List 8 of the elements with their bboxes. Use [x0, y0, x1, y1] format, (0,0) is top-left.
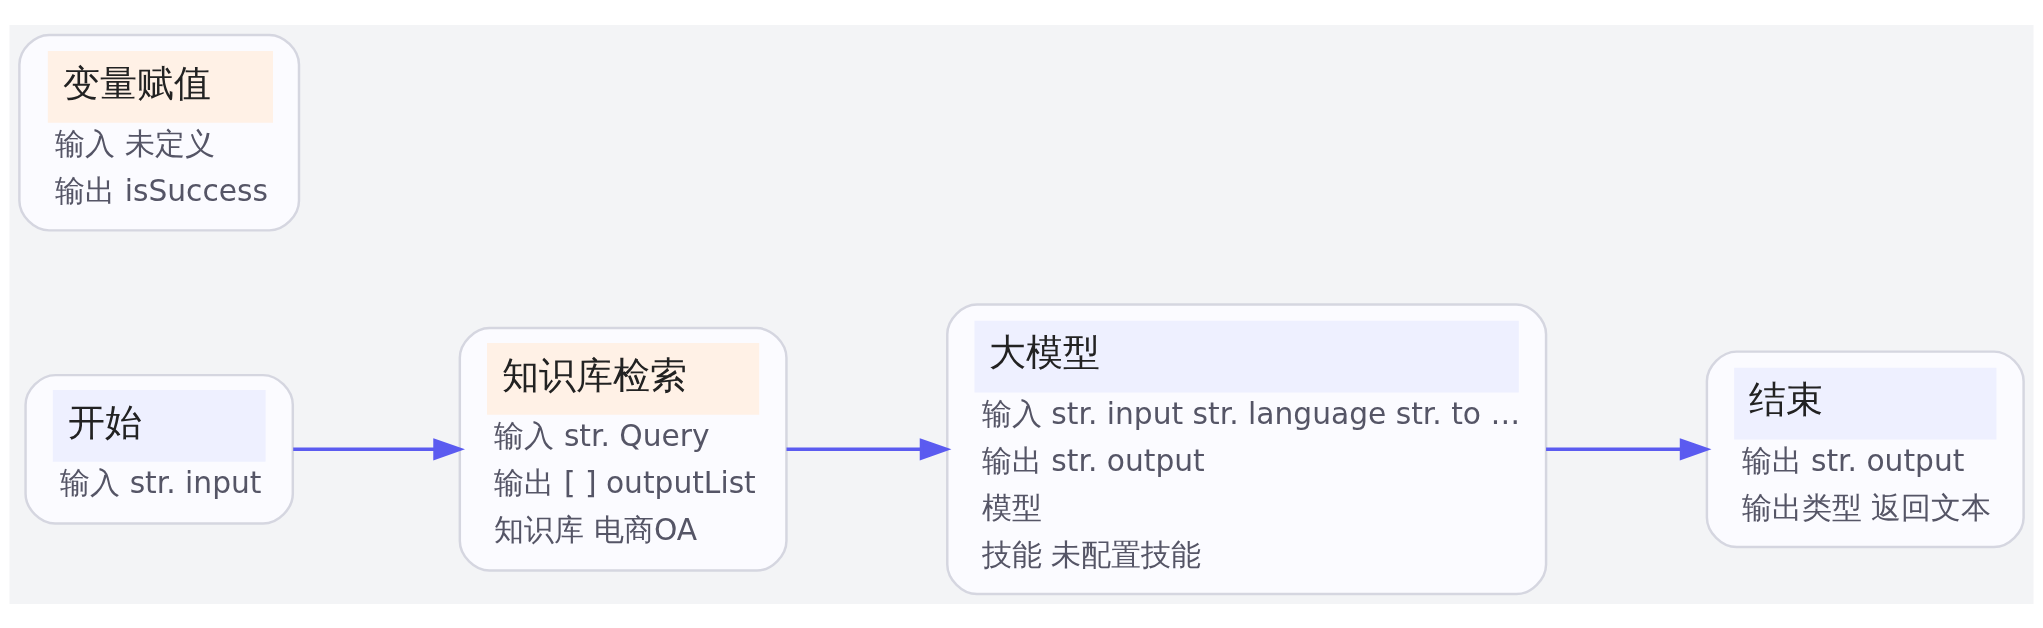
node-box: 变量赋值 输入 未定义 输出 isSuccess: [18, 33, 301, 232]
node-box: 知识库检索 输入 str. Query 输出 [ ] outputList 知识库 电商OA: [458, 326, 788, 572]
arrow: [1546, 437, 1712, 460]
arrow: [293, 437, 465, 460]
node-box: 大模型 输入 str. input str. language str. to … 输出 str. output 模型 技能 未配置技能: [946, 302, 1548, 595]
arrow: [786, 437, 952, 460]
node-box: 开始 输入 str. input: [24, 373, 295, 525]
node-box: 结束 输出 str. output 输出类型 返回文本: [1705, 349, 2025, 548]
